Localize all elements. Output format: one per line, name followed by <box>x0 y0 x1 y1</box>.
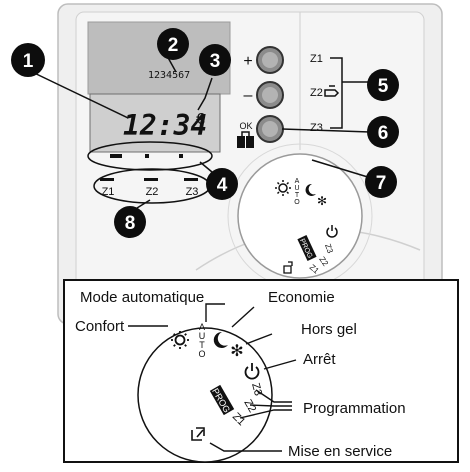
sun-icon-small <box>275 180 291 196</box>
svg-text:7: 7 <box>376 173 387 194</box>
mode-dial-large <box>137 327 273 463</box>
euro-icon: € <box>196 111 205 128</box>
callout-badge-6: 6 <box>367 116 399 148</box>
svg-text:3: 3 <box>210 51 221 72</box>
callout-badge-2: 2 <box>157 28 189 60</box>
zone-indicator-z1: Z1 <box>102 186 115 198</box>
moon-icon <box>213 331 228 348</box>
lcd-time: 12:34 <box>123 109 207 142</box>
callout-badge-7: 7 <box>365 166 397 198</box>
svg-text:1: 1 <box>23 51 34 72</box>
zone-switch[interactable]: Z1 Z2 Z3 <box>310 53 372 134</box>
callout-badge-4: 4 <box>206 168 238 200</box>
zone-switch-z3: Z3 <box>310 122 323 134</box>
z3-small: Z3 <box>323 243 335 255</box>
power-icon-small <box>326 225 338 238</box>
zone-switch-z2: Z2 <box>310 87 323 99</box>
callout-badge-5: 5 <box>367 69 399 101</box>
callout-lines <box>27 53 372 209</box>
svg-text:5: 5 <box>378 76 389 97</box>
label-mise-en-service: Mise en service <box>288 443 392 460</box>
svg-text:6: 6 <box>378 123 389 144</box>
callout-badge-3: 3 <box>199 44 231 76</box>
svg-text:8: 8 <box>125 213 136 234</box>
callout-badge-1: 1 <box>11 43 45 77</box>
label-arret: Arrêt <box>303 351 336 368</box>
power-icon <box>244 363 260 380</box>
label-mode-automatique: Mode automatique <box>80 289 204 306</box>
label-confort: Confort <box>75 318 125 335</box>
label-hors-gel: Hors gel <box>301 321 357 338</box>
svg-text:2: 2 <box>168 35 179 56</box>
zone-indicator-z2: Z2 <box>146 186 159 198</box>
reset-icon-small <box>283 261 293 274</box>
svg-text:4: 4 <box>217 175 228 196</box>
z2-label: Z2 <box>241 398 258 415</box>
zone-switch-z1: Z1 <box>310 53 323 65</box>
label-economie: Economie <box>268 289 335 306</box>
segment-bar-row <box>87 141 213 171</box>
plus-label: + <box>243 53 252 70</box>
sun-icon <box>171 331 189 349</box>
minus-button[interactable]: – <box>244 81 284 109</box>
minus-label: – <box>244 87 253 104</box>
snowflake-icon: ✻ <box>230 343 243 360</box>
plus-button[interactable]: + <box>243 46 284 74</box>
hand-icon <box>324 85 340 97</box>
briefcase-icon <box>237 131 254 148</box>
zone-indicators: Z1 Z2 Z3 <box>93 168 211 204</box>
callout-badge-8: 8 <box>114 206 146 238</box>
reset-icon <box>191 427 205 441</box>
lcd-days: 1234567 <box>148 70 190 81</box>
moon-icon-small <box>305 183 316 196</box>
zone-indicator-z3: Z3 <box>186 186 199 198</box>
ok-label: OK <box>239 121 252 131</box>
label-programmation: Programmation <box>303 400 406 417</box>
snowflake-icon-small: ✻ <box>317 194 327 208</box>
